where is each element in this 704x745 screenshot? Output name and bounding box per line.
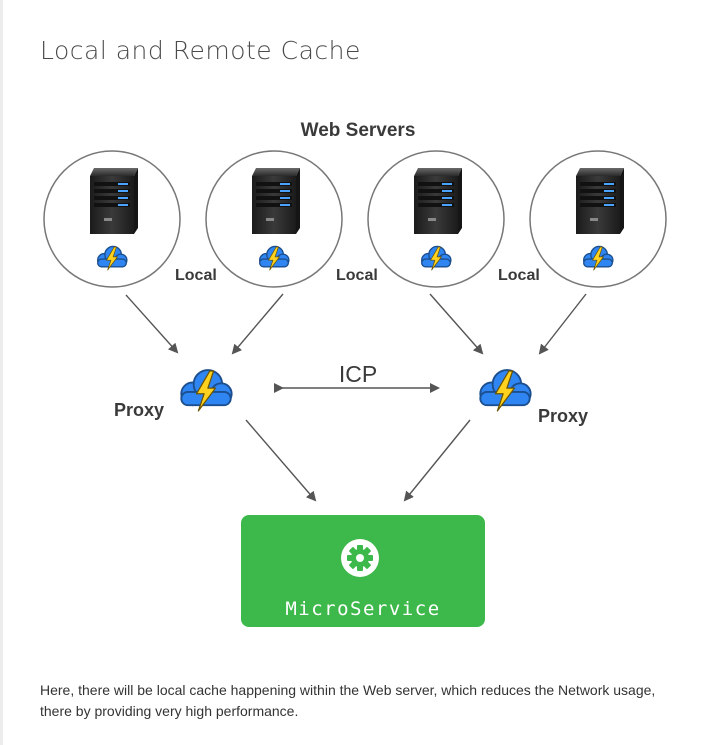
arrow-server1-proxy1 [125, 294, 179, 354]
proxy-cloud-icon [180, 369, 233, 412]
web-servers-label: Web Servers [301, 120, 416, 141]
gear-icon [341, 539, 379, 577]
arrow-proxy1-service [245, 419, 317, 502]
arrow-server2-proxy1 [231, 293, 284, 355]
icp-label: ICP [339, 361, 377, 387]
local-label-2: Local [336, 267, 378, 284]
server-icon [252, 168, 300, 234]
web-server-2 [205, 150, 343, 288]
left-border [0, 0, 3, 745]
proxy-label-2: Proxy [538, 406, 588, 426]
local-label-3: Local [498, 267, 540, 284]
microservice-box: MicroService [241, 515, 485, 627]
page-title: Local and Remote Cache [40, 36, 361, 65]
arrow-proxy2-service [403, 419, 471, 502]
proxy-cloud-icon [479, 369, 532, 412]
server-icon [576, 168, 624, 234]
microservice-label: MicroService [285, 598, 440, 620]
arrow-server3-proxy2 [429, 293, 484, 355]
web-server-3 [367, 150, 505, 288]
caption: Here, there will be local cache happenin… [40, 682, 656, 719]
proxy-label-1: Proxy [114, 400, 164, 420]
web-server-1 [43, 150, 181, 288]
server-icon [414, 168, 462, 234]
web-server-4 [529, 150, 667, 288]
local-label-1: Local [175, 267, 217, 284]
server-icon [90, 168, 138, 234]
arrow-server4-proxy2 [538, 293, 587, 355]
